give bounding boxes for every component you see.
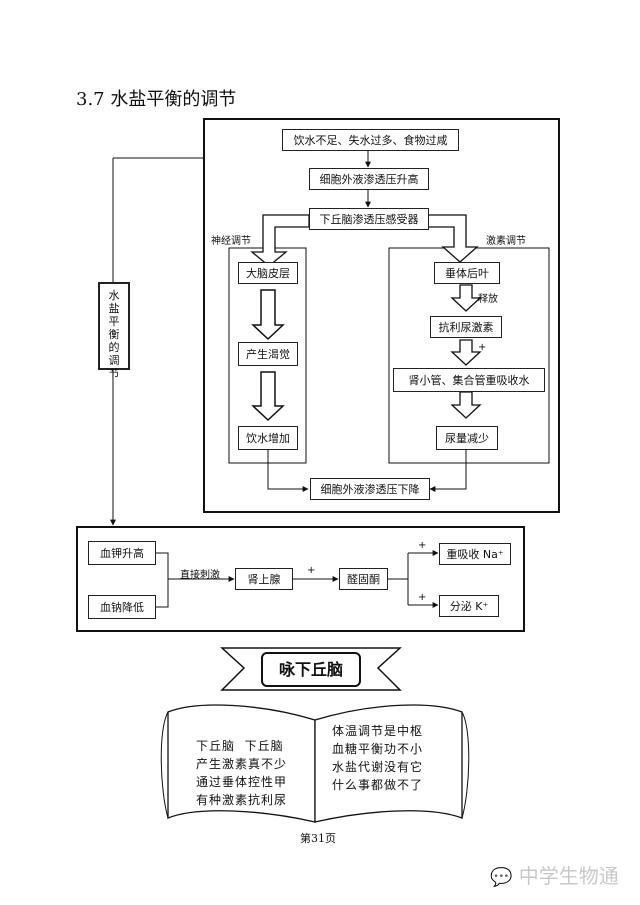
side-label-box: 水盐平衡的调节: [98, 282, 130, 380]
label-hormonal: 激素调节: [486, 236, 526, 247]
watermark: 💬 中学生物通: [490, 860, 619, 889]
box-na-reabsorb: 重吸收 Na⁺: [439, 543, 511, 565]
hollow-arrow-thirst-drink: [251, 371, 285, 422]
box-adh: 抗利尿激素: [430, 316, 502, 338]
box-kidney-reabsorb: 肾小管、集合管重吸收水: [393, 368, 545, 392]
hollow-arrow-adh-kidney: [450, 339, 482, 366]
poem-left: 下丘脑 下丘脑 产生激素真不少 通过垂体控性甲 有种激素抗利尿: [196, 739, 288, 807]
box-cortex: 大脑皮层: [238, 262, 298, 284]
banner-title: 咏下丘脑: [278, 660, 343, 679]
hollow-arrow-pituitary-adh: [450, 284, 482, 312]
label-neural: 神经调节: [211, 236, 251, 247]
box-pituitary: 垂体后叶: [434, 262, 500, 284]
poem-right: 体温调节是中枢 血糖平衡功不小 水盐代谢没有它 什么事都做不了: [332, 724, 424, 792]
hollow-arrow-kidney-urine: [450, 391, 482, 419]
side-label: 水盐平衡的调节: [108, 289, 120, 380]
box-adrenal: 肾上腺: [235, 568, 293, 590]
upper-frame: [203, 118, 560, 513]
box-k-secrete: 分泌 K⁺: [439, 595, 499, 617]
box-k-up: 血钾升高: [88, 541, 156, 565]
label-plus-k: +: [418, 592, 427, 603]
box-osmo-up: 细胞外液渗透压升高: [309, 168, 429, 190]
box-osmo-down: 细胞外液渗透压下降: [310, 478, 430, 500]
arrow-urine-to-osmo-down: [429, 450, 467, 492]
box-receptor: 下丘脑渗透压感受器: [309, 208, 429, 230]
label-plus-adrenal: +: [307, 565, 316, 576]
box-thirst: 产生渴觉: [238, 342, 298, 366]
watermark-text: 中学生物通: [518, 864, 619, 888]
label-plus-adh: +: [478, 342, 487, 353]
label-direct-stimulus: 直接刺激: [180, 570, 220, 581]
arrow-drink-more-to-osmo-down: [267, 450, 309, 492]
box-na-down: 血钠降低: [88, 595, 156, 619]
box-drink-more: 饮水增加: [238, 426, 298, 450]
lower-frame: [76, 526, 525, 632]
banner-plate: [261, 652, 361, 687]
page-number: 第31页: [300, 832, 336, 845]
section-title: 3.7 水盐平衡的调节: [76, 89, 237, 110]
box-drink-insufficient: 饮水不足、失水过多、食物过咸: [282, 129, 459, 151]
label-release: 释放: [478, 294, 498, 305]
hollow-arrow-hormonal: [427, 214, 479, 263]
box-aldosterone: 醛固酮: [339, 568, 388, 590]
hollow-arrow-neural: [250, 214, 310, 267]
wechat-icon: 💬: [490, 867, 513, 888]
hollow-arrow-cortex-thirst: [251, 289, 285, 341]
box-urine-decrease: 尿量减少: [436, 426, 498, 450]
label-plus-na: +: [418, 540, 427, 551]
